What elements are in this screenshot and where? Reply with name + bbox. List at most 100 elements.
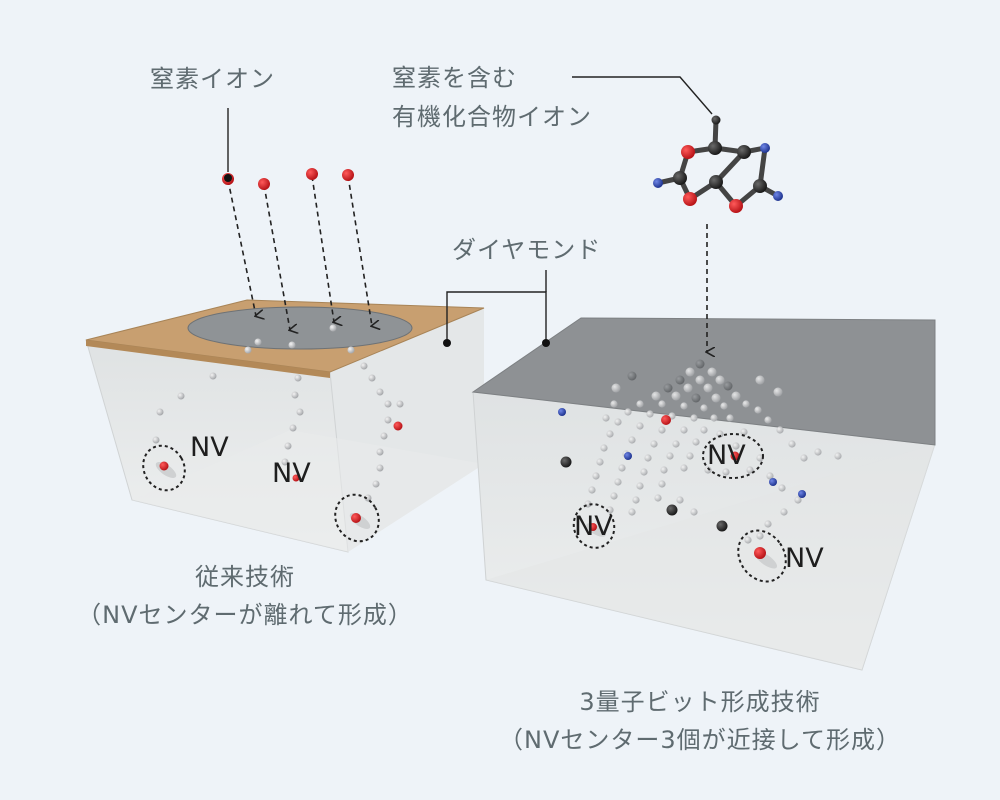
leader-line: [446, 291, 547, 342]
cascade-atom: [596, 458, 604, 466]
track-atom: [372, 480, 380, 488]
ion-arrow: [311, 175, 334, 322]
conventional-nv-sites: [142, 444, 380, 543]
mask-opening: [187, 306, 413, 350]
cascade-atom: [632, 496, 640, 504]
track-atom: [291, 391, 299, 399]
cascade-atom: [636, 422, 644, 430]
cascade-atom: [700, 426, 708, 434]
cascade-atom: [610, 400, 618, 408]
blue-atom: [558, 408, 566, 416]
nitrogen-atom: [730, 451, 740, 461]
blue-atom: [769, 478, 777, 486]
cascade-atom: [640, 468, 648, 476]
track-atom: [288, 341, 296, 349]
cascade-atom: [704, 466, 712, 474]
cascade-atom: [814, 448, 822, 456]
nitrogen-atom: [351, 513, 361, 523]
nitrogen-atom: [589, 523, 597, 531]
track-atom: [281, 458, 289, 466]
ion-arrow: [263, 184, 290, 330]
cascade-atom: [628, 508, 636, 516]
blue-atom: [798, 490, 806, 498]
nv-label: NV: [190, 432, 229, 463]
track-atom: [296, 408, 304, 416]
cascade-atom: [675, 375, 685, 385]
nitrogen-ion: [342, 169, 354, 181]
cascade-atom: [666, 452, 674, 460]
cascade-atom: [660, 466, 668, 474]
leader-dot: [224, 174, 232, 182]
track-atom: [380, 432, 388, 440]
cascade-atom: [671, 391, 681, 401]
cascade-atom: [756, 532, 764, 540]
track-atom: [396, 400, 404, 408]
cascade-atom: [780, 508, 788, 516]
cascade-atom: [611, 383, 621, 393]
blue-atom: [760, 143, 770, 153]
cascade-atom: [691, 393, 701, 403]
cascade-atom: [788, 440, 796, 448]
carbon-atom: [666, 504, 678, 516]
molecule-terminal-atom: [711, 115, 721, 125]
cascade-atom: [834, 452, 842, 460]
cascade-atom: [676, 496, 684, 504]
nv-site-ring: [737, 529, 787, 583]
nitrogen-ion-beams: [222, 108, 372, 330]
cascade-atom: [695, 359, 705, 369]
cascade-atom: [742, 400, 750, 408]
cascade-atom: [588, 486, 596, 494]
track-atom: [376, 448, 384, 456]
nv-site-ring: [142, 444, 186, 492]
qubit-ion-cascade: [558, 359, 842, 544]
right-block-side: [486, 444, 935, 670]
left-block-floor: [132, 430, 484, 552]
track-atom: [156, 408, 164, 416]
cascade-atom: [707, 367, 717, 377]
cascade-atom: [776, 426, 784, 434]
conventional-caption-line1: 従来技術: [195, 563, 295, 591]
track-atom: [294, 374, 302, 382]
organic-molecule: [572, 76, 783, 213]
cascade-atom: [722, 468, 730, 476]
cascade-atom: [614, 418, 622, 426]
track-atom: [177, 392, 185, 400]
nitrogen-atom: [754, 547, 766, 559]
nitrogen-atom: [292, 474, 300, 482]
nv-site-ring: [702, 433, 764, 479]
cascade-atom: [744, 536, 752, 544]
cascade-atom: [636, 400, 644, 408]
cascade-atom: [726, 414, 734, 422]
diamond-leader: [443, 270, 550, 347]
cascade-atom: [690, 414, 698, 422]
nv-label: NV: [707, 440, 746, 471]
nv-label: NV: [574, 511, 613, 542]
nitrogen-ion-label: 窒素イオン: [150, 65, 275, 93]
cascade-atom: [636, 482, 644, 490]
cascade-atom: [685, 367, 695, 377]
cascade-atom: [592, 472, 600, 480]
nitrogen-atom: [393, 421, 403, 431]
nv-site-ring: [572, 503, 616, 549]
cascade-atom: [680, 402, 688, 410]
nitrogen-ion: [306, 168, 318, 180]
cascade-atom: [627, 371, 637, 381]
ion-arrow: [227, 179, 256, 316]
qubit-nv-sites: [572, 433, 787, 583]
carbon-atom: [673, 171, 687, 185]
mask-layer-edge: [86, 340, 330, 378]
cascade-atom: [672, 440, 680, 448]
cascade-atom: [778, 484, 786, 492]
cascade-atom: [692, 438, 700, 446]
cascade-atom: [686, 452, 694, 460]
cascade-atom: [746, 466, 754, 474]
cascade-atom: [764, 520, 772, 528]
cascade-atom: [755, 375, 765, 385]
cascade-atom: [690, 508, 698, 516]
cascade-atom: [602, 414, 610, 422]
conventional-ion-tracks: [152, 324, 404, 502]
cascade-atom: [764, 416, 772, 424]
organic-ion-label-line1: 窒素を含む: [392, 64, 517, 92]
track-atom: [368, 374, 376, 382]
